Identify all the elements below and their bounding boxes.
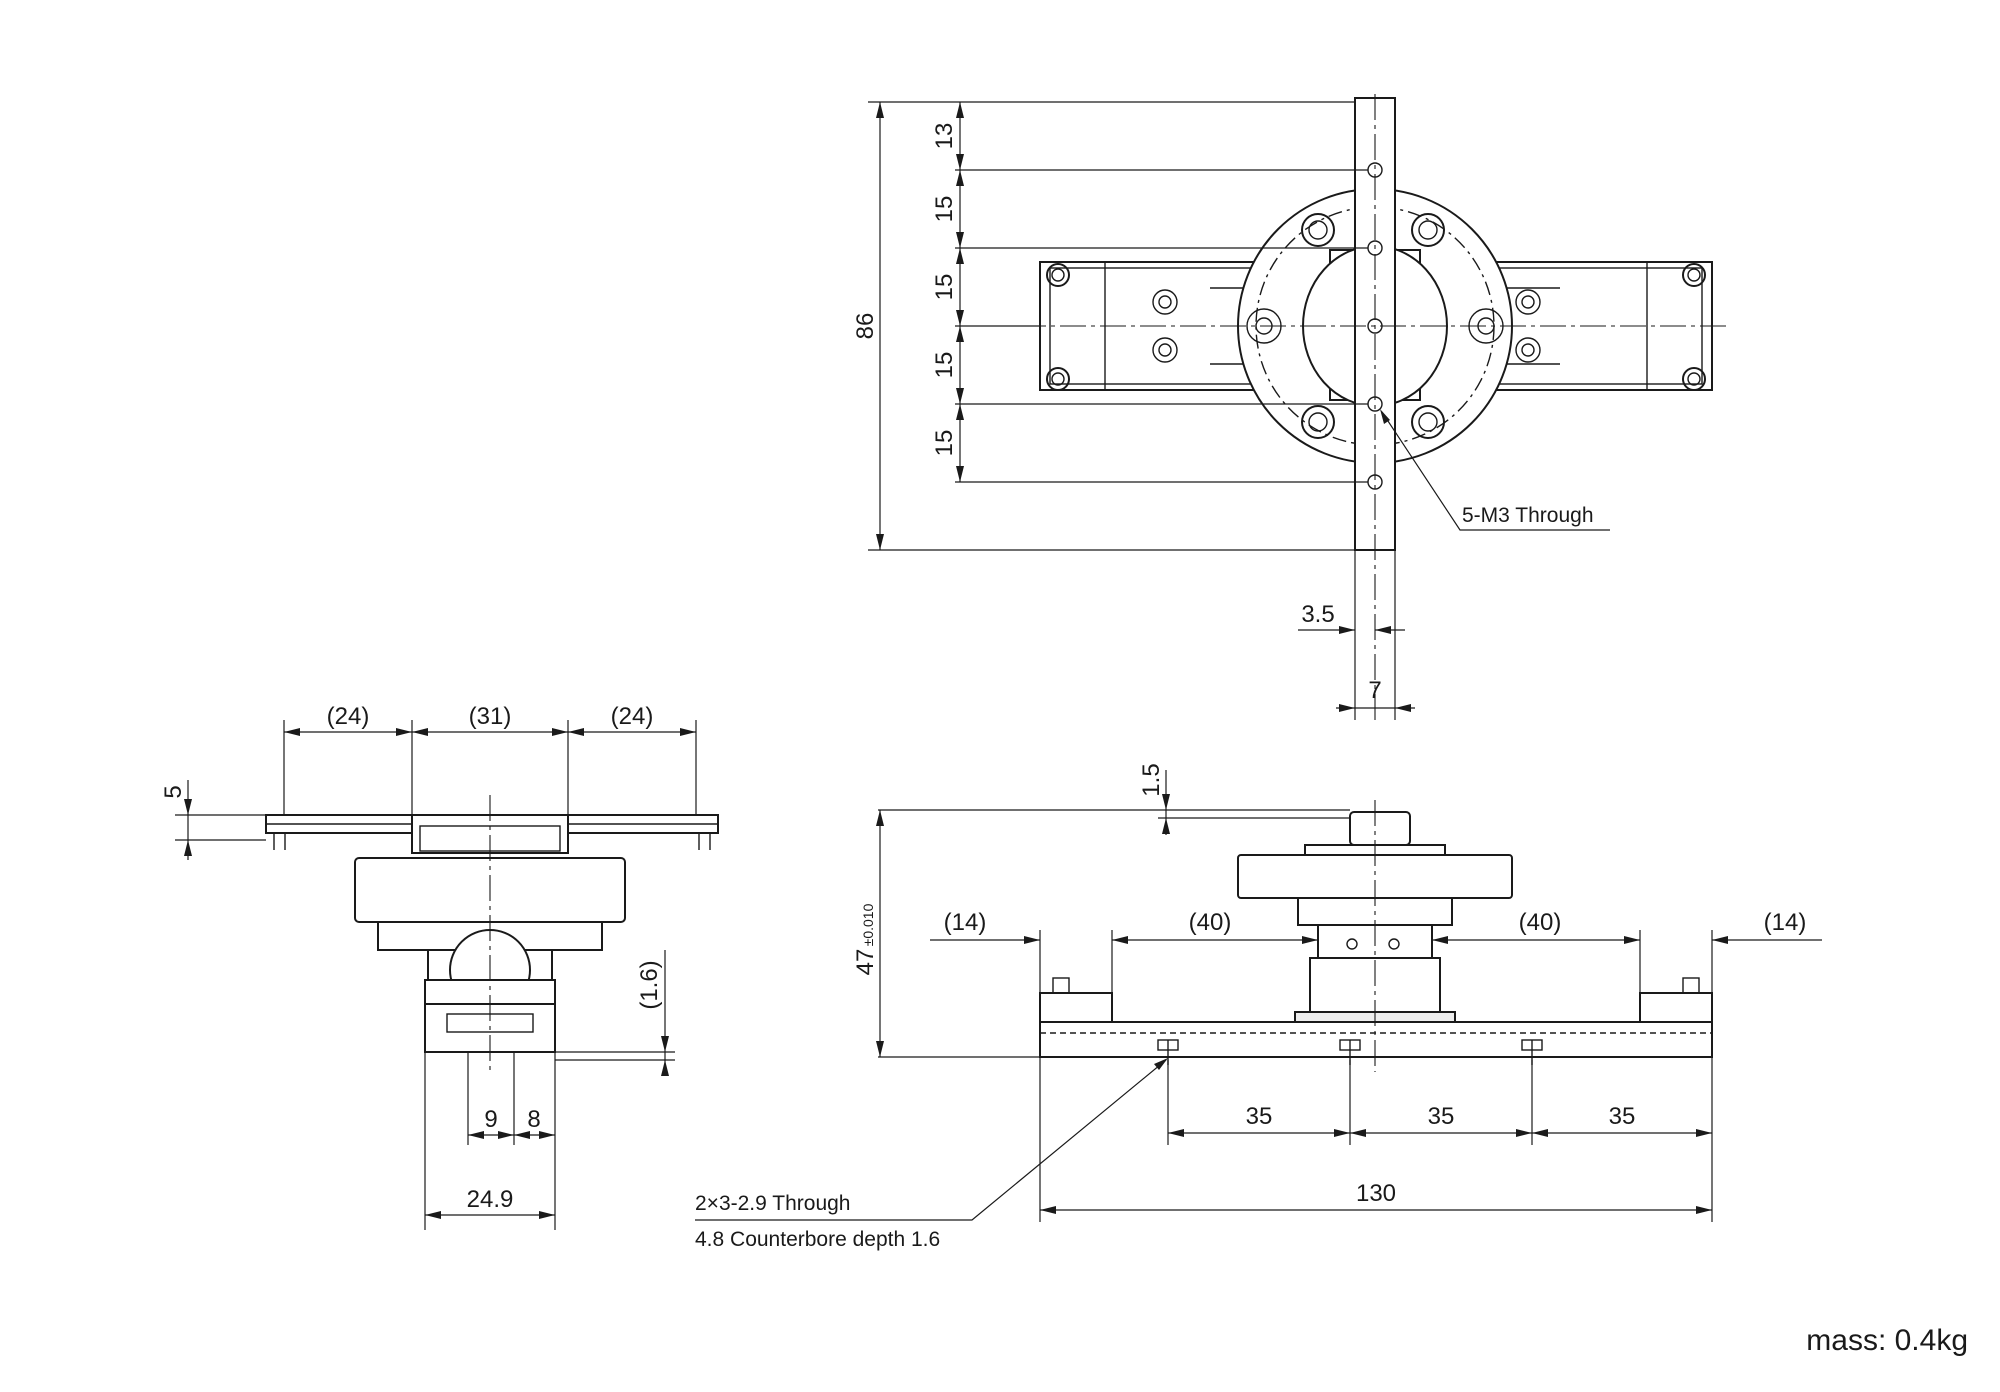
dim-5: 5 bbox=[160, 785, 187, 798]
front-view: 1.5 47 ±0.010 (14) (40) (40) (14) bbox=[695, 763, 1822, 1251]
dim-35-c: 35 bbox=[1609, 1103, 1636, 1130]
dim-14-right: (14) bbox=[1764, 909, 1807, 936]
dim-15-b: 15 bbox=[931, 274, 958, 301]
dim-35-a: 35 bbox=[1246, 1103, 1273, 1130]
dim-15-c: 15 bbox=[931, 352, 958, 379]
dim-15-d: 15 bbox=[931, 430, 958, 457]
dim-8: 8 bbox=[527, 1106, 540, 1133]
dim-3-5: 3.5 bbox=[1301, 601, 1334, 628]
hole-note-line2: 4.8 Counterbore depth 1.6 bbox=[695, 1228, 940, 1251]
dim-40-left: (40) bbox=[1189, 909, 1232, 936]
dim-130: 130 bbox=[1356, 1180, 1396, 1207]
dim-47-tolerance: ±0.010 bbox=[860, 903, 876, 946]
front-carriage bbox=[1349, 811, 1411, 846]
table-bolt-icon bbox=[1301, 213, 1445, 439]
counterbore-icon bbox=[1157, 1039, 1543, 1065]
dim-86: 86 bbox=[852, 313, 879, 340]
dim-1-5: 1.5 bbox=[1138, 763, 1165, 796]
dim-9: 9 bbox=[484, 1106, 497, 1133]
dim-24-right: (24) bbox=[611, 703, 654, 730]
dim-35-b: 35 bbox=[1428, 1103, 1455, 1130]
corner-bolt-icon bbox=[1046, 263, 1706, 391]
m3-callout: 5-M3 Through bbox=[1462, 504, 1594, 527]
front-base-plate bbox=[1039, 1021, 1713, 1058]
dim-40-right: (40) bbox=[1519, 909, 1562, 936]
hole-note-line1: 2×3-2.9 Through bbox=[695, 1192, 850, 1215]
dim-14-left: (14) bbox=[944, 909, 987, 936]
dim-24-left: (24) bbox=[327, 703, 370, 730]
dim-15-a: 15 bbox=[931, 196, 958, 223]
front-right-end bbox=[1639, 992, 1713, 1023]
dim-7: 7 bbox=[1368, 677, 1381, 704]
dim-47: 47 bbox=[852, 949, 879, 976]
front-left-end bbox=[1039, 992, 1113, 1023]
dim-13: 13 bbox=[931, 123, 958, 150]
dim-1-6: (1.6) bbox=[636, 960, 663, 1009]
mass-label: mass: 0.4kg bbox=[1806, 1324, 1968, 1357]
dim-24-9: 24.9 bbox=[467, 1186, 514, 1213]
top-view: 13 15 15 15 15 86 3.5 7 5-M3 Through bbox=[852, 94, 1730, 720]
dim-31: (31) bbox=[469, 703, 512, 730]
side-view: (24) (31) (24) 5 (1.6) 9 8 bbox=[160, 703, 719, 1230]
